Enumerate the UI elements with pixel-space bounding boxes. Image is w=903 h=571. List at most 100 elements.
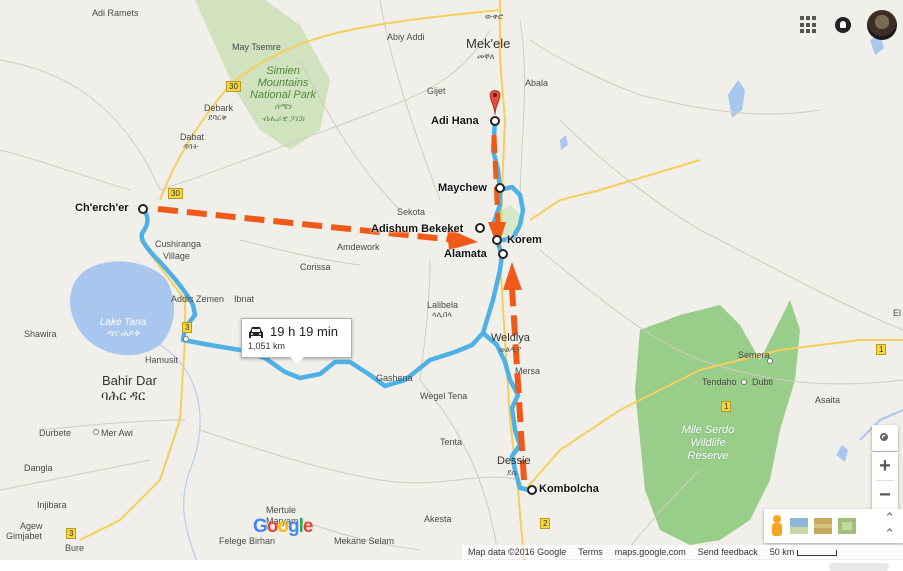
place-corissa: Corissa — [300, 262, 331, 272]
map-footer: Map data ©2016 Google Terms maps.google.… — [462, 545, 903, 559]
scale-bar[interactable]: 50 km — [770, 547, 837, 557]
route-distance: 1,051 km — [248, 341, 286, 351]
place-amdework: Amdework — [337, 242, 380, 252]
place-debark: Debark — [204, 103, 234, 113]
place-bahir-dar: Bahir Dar — [102, 373, 157, 388]
reserve-area — [635, 300, 800, 545]
place-wegel-tena: Wegel Tena — [420, 391, 468, 401]
scale-label: 50 km — [769, 547, 795, 557]
park-label-line3: National Park — [249, 89, 317, 101]
highway-shield: 2 — [540, 518, 551, 529]
waypoint-markers[interactable] — [138, 116, 537, 495]
google-logo: Google — [253, 516, 313, 537]
waypoint-label-adi-hana[interactable]: Adi Hana — [431, 115, 479, 127]
waypoint-label-adishum-bekeket[interactable]: Adishum Bekeket — [371, 223, 464, 235]
zoom-out-button[interactable]: − — [879, 484, 891, 506]
notifications-icon[interactable] — [835, 17, 851, 33]
place-abala: Abala — [525, 78, 549, 88]
terrain-thumbnail[interactable] — [814, 518, 832, 534]
park-label-eth2: ብሔራዊ ፓርክ — [261, 114, 305, 123]
place-dangla: Dangla — [24, 463, 53, 473]
highway-shield: 1 — [876, 344, 887, 355]
place-village: Village — [163, 251, 190, 261]
place-dessie-eth: ደሴ — [507, 468, 518, 477]
highway-shield: 1 — [721, 401, 732, 412]
waypoint-label-kombolcha[interactable]: Kombolcha — [539, 483, 599, 495]
highway-shield: 30 — [226, 81, 241, 92]
route-info-box[interactable]: 19 h 19 min 1,051 km — [241, 318, 352, 364]
place-mer-awi: Mer Awi — [101, 428, 133, 438]
place-mekele-eth: መቐለ — [477, 52, 495, 61]
reserve-label-line2: Wildlife — [690, 437, 726, 449]
place-bure: Bure — [65, 543, 85, 553]
place-lalibela: Lalibela — [427, 300, 459, 310]
layer-tools: ⌃⌃ — [764, 509, 903, 543]
destination-pin[interactable] — [489, 90, 501, 116]
my-location-button[interactable] — [872, 425, 898, 451]
park-label-line2: Mountains — [257, 77, 309, 89]
place-gashena: Gashena — [376, 373, 413, 383]
waypoint-label-maychew[interactable]: Maychew — [438, 182, 487, 194]
place-debark-eth: ደባርቅ — [208, 113, 227, 122]
lake-label-eth: ጣና ሐይቅ — [106, 328, 140, 338]
send-feedback-link[interactable]: Send feedback — [697, 547, 758, 557]
lake-label: Lake Tana ጣና ሐይቅ — [93, 318, 153, 339]
park-area — [195, 0, 330, 150]
place-agew: Agew — [20, 521, 43, 531]
reserve-label: Mile Serdo Wildlife Reserve — [668, 424, 748, 463]
highway-shield: 3 — [66, 528, 77, 539]
place-weldiya: Weldiya — [491, 332, 530, 344]
route-duration: 19 h 19 min — [270, 324, 338, 339]
park-label-eth1: ሰሜን — [274, 102, 292, 111]
park-label-line1: Simien — [266, 65, 300, 77]
place-asaita: Asaita — [815, 395, 841, 405]
place-shawira: Shawira — [24, 329, 57, 339]
place-lalibela-eth: ላሊበላ — [432, 310, 453, 319]
place-tendaho: Tendaho — [702, 377, 737, 387]
waypoint-label-korem[interactable]: Korem — [507, 234, 542, 246]
waypoint-label-alamata[interactable]: Alamata — [444, 248, 487, 260]
place-semera: Semera — [738, 350, 770, 360]
place-addis-zemen: Addis Zemen — [171, 294, 225, 304]
car-icon — [249, 327, 263, 338]
waypoint-label-chercher[interactable]: Ch'erch'er — [75, 202, 129, 214]
maps-url-link[interactable]: maps.google.com — [614, 547, 686, 557]
place-wikro-eth: ውቅሮ — [485, 12, 504, 21]
photo-thumbnail[interactable] — [838, 518, 856, 534]
place-ibnat: Ibnat — [234, 294, 255, 304]
place-abiy-addi: Abiy Addi — [387, 32, 425, 42]
park-label: Simien Mountains National Park ሰሜን ብሔራዊ … — [238, 65, 328, 125]
place-dessie: Dessie — [497, 455, 531, 467]
place-hamusit: Hamusit — [145, 355, 179, 365]
place-weldiya-eth: ወልዲያ — [499, 345, 522, 354]
place-gijet: Gijet — [427, 86, 446, 96]
zoom-in-button[interactable]: + — [879, 455, 891, 477]
zoom-controls: + − — [872, 452, 898, 509]
highway-shield: 30 — [168, 188, 183, 199]
place-mersa: Mersa — [515, 366, 541, 376]
place-sekota: Sekota — [397, 207, 426, 217]
avatar[interactable] — [867, 10, 897, 40]
expand-icon[interactable]: ⌃⌃ — [884, 510, 895, 541]
reserve-label-line1: Mile Serdo — [681, 424, 735, 436]
account-bar — [799, 10, 897, 40]
highway-shield: 3 — [182, 322, 193, 333]
place-bahir-dar-eth: ባሕር ዳር — [101, 388, 146, 403]
place-adi-ramets: Adi Ramets — [92, 8, 139, 18]
place-akesta: Akesta — [424, 514, 452, 524]
satellite-thumbnail[interactable] — [790, 518, 808, 534]
apps-grid-icon[interactable] — [799, 15, 819, 35]
place-gimjabet: Gimjabet — [6, 531, 43, 541]
place-may-tsemre: May Tsemre — [232, 42, 281, 52]
terms-link[interactable]: Terms — [578, 547, 603, 557]
pegman-icon[interactable] — [770, 515, 784, 537]
place-el: El — [893, 308, 902, 318]
place-dubti: Dubti — [752, 377, 774, 387]
bottom-strip — [0, 560, 903, 571]
place-mekele: Mek'ele — [466, 36, 511, 51]
place-dabat-eth: ዳባት — [183, 142, 198, 151]
place-dabat: Dabat — [180, 132, 205, 142]
place-cushiranga: Cushiranga — [155, 239, 202, 249]
